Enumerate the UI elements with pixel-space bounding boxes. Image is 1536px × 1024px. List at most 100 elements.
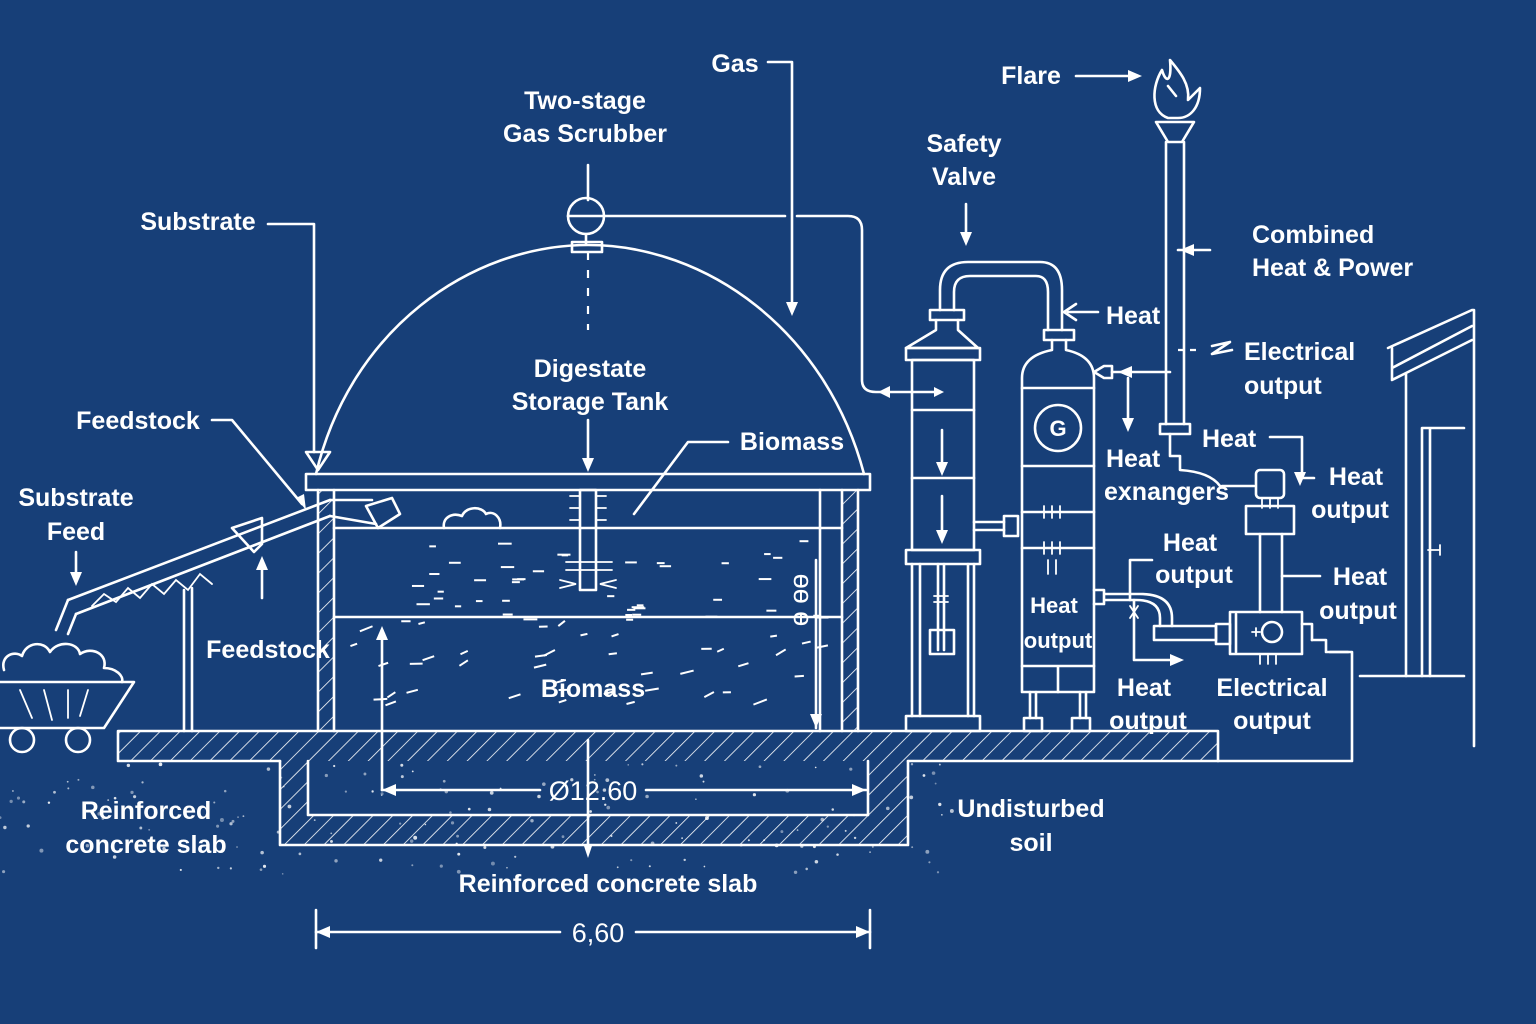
soil-dot: [695, 798, 697, 801]
label-scrubber-2: Gas Scrubber: [503, 120, 667, 148]
soil-dot: [604, 803, 607, 806]
soil-dot: [26, 824, 30, 828]
soil-dot: [489, 791, 494, 795]
label-heat-out-mid-1: Heat: [1163, 529, 1218, 557]
soil-dot: [630, 859, 633, 862]
soil-dot: [148, 828, 151, 831]
screw-conveyor: [66, 498, 332, 616]
soil-dot: [324, 773, 328, 778]
soil-dot: [910, 763, 914, 766]
digester-tank: ɵ ɵɵ: [304, 243, 872, 858]
soil-dot: [793, 870, 798, 875]
soil-dot: [911, 846, 914, 849]
soil-dot: [648, 865, 651, 868]
liquid-dash: [534, 654, 548, 658]
soil-dot: [702, 780, 705, 783]
substrate-leader: [266, 222, 332, 472]
liquid-dash: [680, 669, 694, 675]
slab-hatch-top: [118, 731, 1218, 761]
label-heat-out-gen-2: output: [1024, 628, 1093, 653]
label-heat-mid: Heat: [1202, 425, 1257, 453]
building-wall: [1386, 308, 1476, 748]
soil-dot: [16, 796, 21, 800]
label-scrubber-1: Two-stage: [524, 87, 646, 115]
label-chp-2: Heat & Power: [1252, 254, 1413, 282]
soil-dot: [949, 809, 954, 813]
u-pipe: [938, 260, 1064, 332]
feed-cart: [0, 642, 136, 754]
soil-dot: [699, 774, 704, 778]
liquid-dash: [815, 644, 829, 649]
liquid-dash: [350, 642, 358, 648]
soil-dot: [506, 866, 508, 869]
soil-dot: [334, 859, 338, 863]
label-gas: Gas: [711, 50, 758, 78]
label-slab-bottom: Reinforced concrete slab: [459, 870, 758, 898]
liquid-dash: [753, 698, 768, 706]
soil-dot: [605, 778, 610, 782]
soil-dot: [703, 865, 706, 868]
soil-dot: [439, 864, 443, 868]
label-elec-top-2: output: [1244, 372, 1322, 400]
soil-dot: [925, 849, 930, 854]
soil-dot: [344, 790, 347, 793]
liquid-dash: [458, 659, 469, 667]
soil-dot: [141, 781, 144, 784]
soil-dot: [242, 815, 245, 818]
soil-dot: [645, 794, 649, 799]
label-heat-out-right1-2: output: [1311, 496, 1389, 524]
soil-dot: [259, 868, 263, 871]
soil-dot: [380, 794, 383, 797]
alternator: [1228, 610, 1304, 656]
soil-dot: [871, 845, 874, 848]
liquid-dash: [359, 625, 373, 633]
liquid-dash: [716, 647, 725, 653]
soil-dot: [47, 801, 51, 804]
soil-dot: [97, 812, 101, 816]
soil-dot: [0, 816, 2, 819]
soil-dot: [213, 801, 216, 804]
soil-dot: [85, 844, 90, 848]
soil-dot: [91, 785, 95, 790]
soil-dot: [936, 871, 940, 874]
flare-stack: [1074, 58, 1234, 488]
stack-pipe: [1164, 140, 1186, 426]
scrubber-column: [904, 260, 1064, 733]
soil-dot: [457, 852, 461, 856]
liquid-dash: [770, 634, 778, 638]
soil-dot: [814, 766, 817, 769]
soil-dot: [39, 848, 44, 853]
soil-dot: [53, 790, 56, 794]
label-elec-low-2: output: [1233, 707, 1311, 735]
gas-pipe: [602, 214, 942, 394]
soil-dot: [231, 819, 235, 823]
liquid-dash: [418, 621, 426, 625]
chp-head: [1254, 468, 1286, 500]
soil-dot: [139, 826, 143, 830]
soil-dot: [281, 873, 284, 875]
soil-dot: [805, 867, 808, 871]
soil-dot: [606, 805, 611, 810]
soil-dot: [400, 775, 404, 779]
soil-dot: [236, 846, 238, 848]
label-heat-out-right1-1: Heat: [1329, 463, 1384, 491]
soil-dot: [179, 868, 182, 872]
soil-dot: [22, 800, 26, 804]
soil-dot: [112, 855, 117, 859]
label-substrate: Substrate: [140, 208, 255, 236]
soil-dot: [616, 866, 619, 869]
slab-width-value: 6,60: [572, 918, 625, 948]
liquid-dash: [801, 640, 811, 645]
label-digestate-1: Digestate: [534, 355, 647, 383]
label-heat-out-right2-2: output: [1319, 597, 1397, 625]
label-chp-1: Combined: [1252, 221, 1374, 249]
liquid-dash: [580, 632, 588, 637]
soil-dot: [400, 763, 404, 767]
soil-dot: [237, 816, 239, 819]
soil-dot: [9, 799, 13, 804]
label-substrate-feed-2: Feed: [47, 518, 105, 546]
soil-dot: [514, 855, 517, 858]
liquid-dash: [640, 671, 653, 676]
soil-dot: [831, 808, 835, 811]
dimension-slab-width: 6,60: [314, 908, 872, 950]
